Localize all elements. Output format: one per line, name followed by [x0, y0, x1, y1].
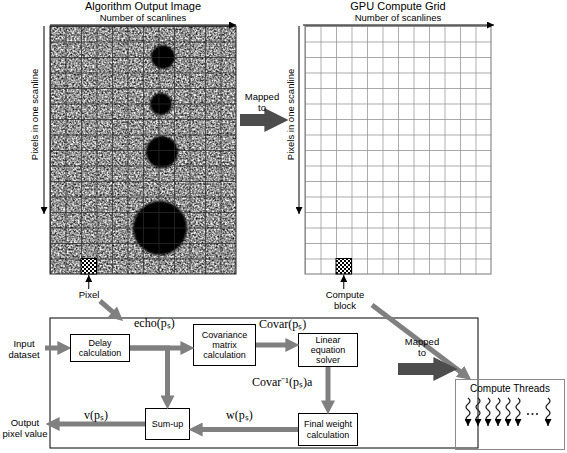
process-box: Sum-up [145, 408, 190, 440]
axis-arrow [50, 25, 236, 26]
mapping-label: Mapped to [403, 337, 441, 359]
flow-arrow [326, 367, 331, 402]
process-text: Linear equation solver [300, 335, 356, 365]
thread-squiggle [516, 398, 520, 426]
process-box: Covariance matrix calculation [193, 324, 256, 366]
flow-arrow [201, 427, 298, 432]
process-text: Covariance matrix calculation [195, 330, 254, 360]
thread-squiggle [486, 398, 490, 426]
axis-label: Number of scanlines [50, 13, 236, 24]
pixel-grid [50, 26, 236, 274]
compute-block-cell [336, 259, 352, 275]
thread-squiggle [546, 398, 550, 426]
process-text: Final weight calculation [300, 419, 356, 439]
input-arrow [45, 346, 59, 351]
axis-arrow [44, 26, 45, 214]
thread-icons [466, 398, 550, 426]
mapped-to-arrow [240, 114, 267, 126]
mapping-arrow [372, 305, 461, 372]
flow-arrow [256, 343, 287, 348]
panel-title: GPU Compute Grid [285, 0, 511, 13]
process-box: Linear equation solver [298, 333, 358, 367]
axis-arrow [303, 25, 494, 26]
flow-arrow [130, 346, 182, 351]
compute-grid [305, 26, 491, 274]
mapped-to-arrow [398, 363, 436, 375]
io-label: Output pixel value [2, 418, 48, 440]
process-text: Sum-up [152, 419, 184, 429]
axis-label: Pixels in one scanline [286, 44, 297, 184]
ellipsis-dot [536, 413, 538, 415]
process-text: Delay calculation [72, 338, 128, 358]
process-box: Final weight calculation [298, 413, 358, 446]
mapping-arrow [100, 301, 114, 313]
axis-label: Number of scanlines [305, 13, 491, 24]
thread-squiggle [476, 398, 480, 426]
panel-title: Algorithm Output Image [30, 0, 256, 13]
edge-label: w(pₛ) [226, 409, 253, 422]
flow-arrow [130, 348, 168, 397]
ellipsis-dot [527, 413, 529, 415]
thread-squiggle [466, 398, 470, 426]
callout-label: Pixel [69, 290, 109, 301]
pixel-cell [81, 259, 97, 275]
box-heading: Compute Threads [456, 383, 564, 395]
thread-squiggle [496, 398, 500, 426]
leader-arrow [88, 275, 89, 289]
process-box: Delay calculation [70, 334, 130, 362]
io-label: Input dataset [3, 339, 45, 361]
edge-label: echo(pₛ) [134, 317, 175, 330]
axis-arrow [299, 26, 300, 214]
leader-arrow [343, 275, 344, 289]
pixel-pipeline-frame [50, 318, 478, 448]
edge-label: Covar(pₛ) [259, 318, 306, 331]
ellipsis-dot [531, 413, 533, 415]
image-panel: GPU Compute Grid [305, 26, 491, 274]
signal-label: v(pₛ) [84, 409, 108, 422]
edge-label: Covar⁻¹(pₛ)a [252, 376, 312, 389]
image-panel: Algorithm Output Image [50, 26, 236, 274]
thread-box: Compute Threads [455, 379, 565, 450]
ultrasound-image [50, 26, 236, 274]
compute-grid-bg [305, 26, 491, 274]
callout-label: Compute block [322, 290, 368, 312]
edge-label: Mapped to [242, 92, 282, 114]
output-arrow [58, 422, 145, 427]
axis-label: Pixels in one scanline [30, 44, 41, 184]
thread-squiggle [506, 398, 510, 426]
